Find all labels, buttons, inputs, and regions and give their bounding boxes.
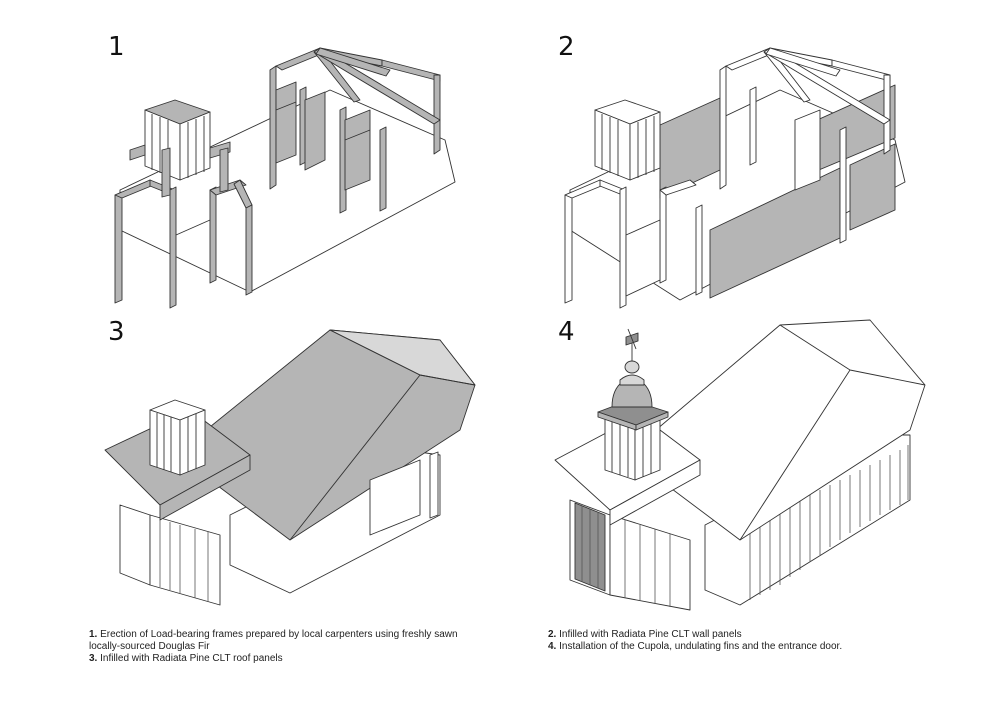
step-1-number: 1 <box>108 32 125 62</box>
caption-step-2-text: Infilled with Radiata Pine CLT wall pane… <box>559 629 742 640</box>
step-3-number: 3 <box>108 317 125 347</box>
caption-right: 2. Infilled with Radiata Pine CLT wall p… <box>548 629 968 653</box>
step-1-panel: 1 <box>100 30 580 330</box>
step-1-frame-drawing <box>114 47 456 309</box>
caption-step-1: 1. Erection of Load-bearing frames prepa… <box>89 629 489 653</box>
caption-step-1-text: Erection of Load-bearing frames prepared… <box>89 629 458 652</box>
caption-step-1-num: 1. <box>89 629 98 640</box>
caption-step-3-num: 3. <box>89 653 98 664</box>
step-2-wall-drawing <box>564 47 906 309</box>
caption-step-4-text: Installation of the Cupola, undulating f… <box>559 641 843 652</box>
step-4-panel: 4 <box>550 315 1000 615</box>
caption-step-3: 3. Infilled with Radiata Pine CLT roof p… <box>89 653 489 665</box>
step-2-panel: 2 <box>550 30 1000 330</box>
step-2-number: 2 <box>558 32 575 62</box>
step-4-number: 4 <box>558 317 575 347</box>
step-3-roof-drawing <box>104 329 476 606</box>
caption-step-4-num: 4. <box>548 641 557 652</box>
step-3-panel: 3 <box>100 315 580 615</box>
caption-step-2: 2. Infilled with Radiata Pine CLT wall p… <box>548 629 968 641</box>
caption-left: 1. Erection of Load-bearing frames prepa… <box>89 629 489 665</box>
step-4-cupola-drawing <box>554 319 926 611</box>
caption-step-2-num: 2. <box>548 629 557 640</box>
caption-step-3-text: Infilled with Radiata Pine CLT roof pane… <box>100 653 283 664</box>
caption-step-4: 4. Installation of the Cupola, undulatin… <box>548 641 968 653</box>
